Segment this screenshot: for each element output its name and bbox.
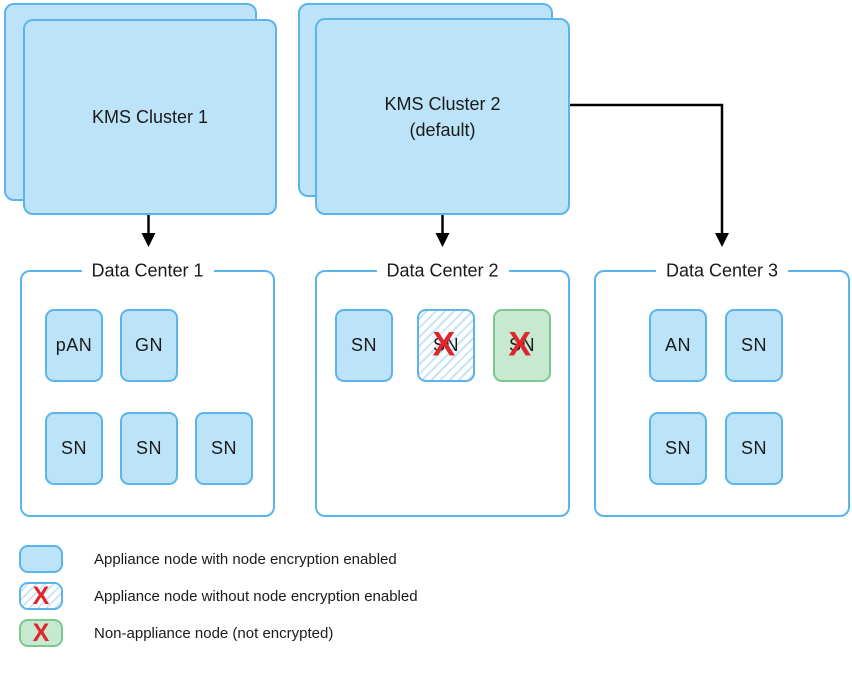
kms-cluster-2-title: KMS Cluster 2 (default) [384, 91, 500, 143]
legend-item-no-encryption: X Appliance node without node encryption… [19, 582, 418, 610]
node-label: pAN [55, 335, 93, 355]
x-icon: X [508, 325, 532, 364]
node-sn: SN [120, 412, 178, 485]
node-label: AN [664, 335, 691, 355]
node-sn: SN [45, 412, 103, 485]
legend-label: Appliance node without node encryption e… [94, 587, 418, 605]
data-center-2-title: Data Center 2 [376, 260, 509, 282]
node-sn: SN [725, 412, 783, 485]
data-center-1-title: Data Center 1 [81, 260, 214, 282]
legend-swatch-no-encryption: X [19, 582, 63, 610]
node-sn: SN [725, 309, 783, 382]
data-center-1: Data Center 1 pAN GN SN SN SN [20, 260, 275, 517]
legend-item-non-appliance: X Non-appliance node (not encrypted) [19, 619, 333, 647]
node-pan: pAN [45, 309, 103, 382]
node-label: SN [135, 438, 162, 458]
node-sn-no-encryption: SN X [417, 309, 475, 382]
legend-swatch-non-appliance: X [19, 619, 63, 647]
data-center-3-title: Data Center 3 [655, 260, 789, 282]
kms-cluster-2: KMS Cluster 2 (default) [315, 18, 570, 215]
legend-item-encryption-enabled: Appliance node with node encryption enab… [19, 545, 397, 573]
node-label: SN [60, 438, 87, 458]
node-label: SN [664, 438, 691, 458]
node-sn: SN [649, 412, 707, 485]
kms-cluster-2-subtitle: (default) [409, 119, 476, 140]
node-sn: SN [335, 309, 393, 382]
data-center-3: Data Center 3 AN SN SN SN [594, 260, 850, 517]
kms-cluster-1-title: KMS Cluster 1 [91, 107, 209, 127]
x-icon: X [32, 581, 50, 610]
node-sn-non-appliance: SN X [493, 309, 551, 382]
node-label: SN [740, 335, 767, 355]
legend-label: Non-appliance node (not encrypted) [94, 624, 334, 642]
node-sn: SN [195, 412, 253, 485]
node-label: GN [135, 335, 163, 355]
legend-label: Appliance node with node encryption enab… [94, 550, 397, 568]
kms-cluster-1: KMS Cluster 1 [23, 19, 277, 215]
node-label: SN [210, 438, 237, 458]
node-label: SN [350, 335, 377, 355]
node-gn: GN [120, 309, 178, 382]
node-label: SN [432, 335, 459, 355]
node-an: AN [649, 309, 707, 382]
arrow-cluster2-to-dc3 [570, 103, 729, 247]
x-icon: X [432, 325, 456, 364]
kms-cluster-2-title-line: KMS Cluster 2 [384, 93, 501, 114]
node-label: SN [740, 438, 767, 458]
legend-swatch-enabled [19, 545, 63, 573]
data-center-2: Data Center 2 SN SN X SN X [315, 260, 570, 517]
x-icon: X [32, 618, 50, 647]
node-label: SN [508, 335, 535, 355]
